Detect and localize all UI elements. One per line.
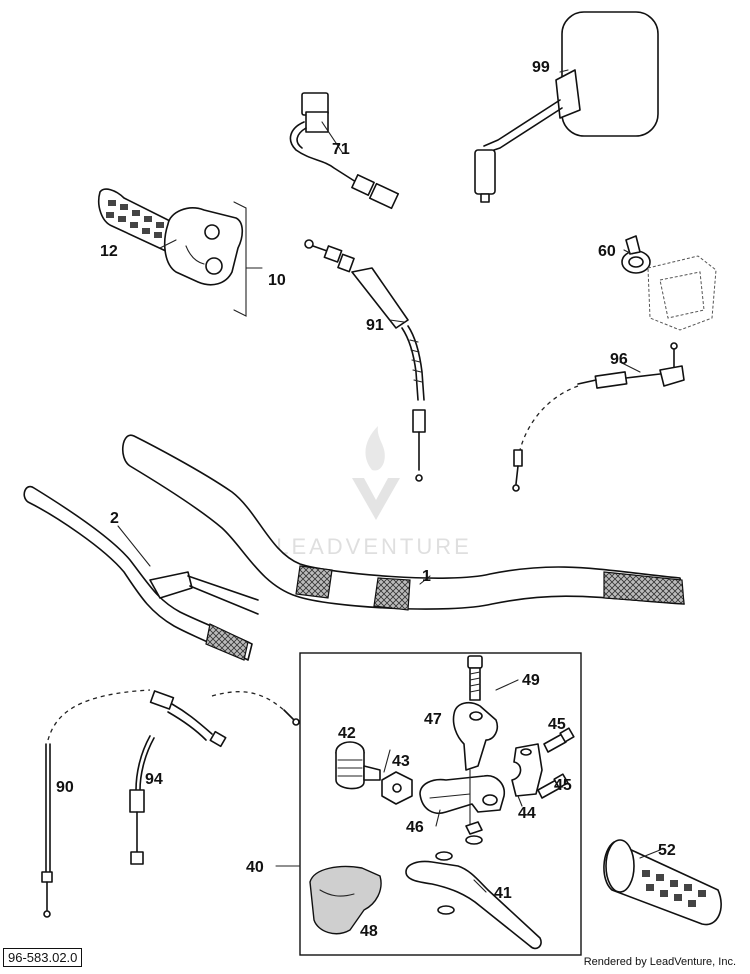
- handlebar-2[interactable]: [23, 485, 259, 661]
- callout-46: 46: [406, 819, 424, 836]
- watermark-brand: LEADVENTURE: [276, 534, 472, 559]
- leadventure-logo-icon: [352, 426, 400, 520]
- callout-44: 44: [518, 805, 536, 822]
- callout-90: 90: [56, 779, 74, 796]
- switch-71[interactable]: [289, 92, 400, 210]
- callout-42: 42: [338, 725, 356, 742]
- render-credit: Rendered by LeadVenture, Inc.: [583, 956, 736, 968]
- callout-60: 60: [598, 243, 616, 260]
- callout-91: 91: [366, 317, 384, 334]
- leader-lines: [117, 69, 661, 893]
- clutch-cable-90[interactable]: [41, 689, 151, 918]
- clutch-lever-41[interactable]: [405, 851, 542, 950]
- mirror-99[interactable]: [474, 11, 659, 203]
- callout-45-upper: 45: [548, 716, 566, 733]
- screw-45-lower[interactable]: [537, 773, 569, 799]
- callout-47: 47: [424, 711, 442, 728]
- decompressor-60[interactable]: [621, 235, 717, 331]
- callout-12: 12: [100, 243, 118, 260]
- handlebar-1[interactable]: [122, 434, 685, 611]
- adjuster-42[interactable]: [335, 741, 381, 790]
- left-grip-52[interactable]: [603, 839, 722, 926]
- callout-2: 2: [110, 510, 119, 527]
- lever-cover-48[interactable]: [309, 865, 382, 935]
- callout-96: 96: [610, 351, 628, 368]
- watermark: LEADVENTURE: [276, 426, 472, 559]
- lever-housing-46[interactable]: [419, 769, 506, 845]
- callout-41: 41: [494, 885, 512, 902]
- callout-52: 52: [658, 842, 676, 859]
- callout-1: 1: [422, 568, 431, 585]
- callout-49: 49: [522, 672, 540, 689]
- bolt-49[interactable]: [467, 655, 519, 701]
- callout-99: 99: [532, 59, 550, 76]
- locknut-43[interactable]: [381, 771, 413, 805]
- callout-labels: 99 71 12 10 60 91 96 2 1 49 47 45 42 43 …: [56, 59, 676, 940]
- decompression-cable-96[interactable]: [512, 342, 685, 492]
- cable-94[interactable]: [129, 690, 300, 865]
- callout-94: 94: [145, 771, 163, 788]
- screw-45-upper[interactable]: [543, 727, 575, 753]
- diagram-reference-number: 96-583.02.0: [3, 948, 83, 967]
- callout-43: 43: [392, 753, 410, 770]
- callout-45-lower: 45: [554, 777, 572, 794]
- clutch-lever-assembly-40[interactable]: [275, 652, 582, 956]
- clamp-44[interactable]: [511, 743, 543, 797]
- throttle-housing-10[interactable]: [163, 201, 263, 317]
- callout-71: 71: [332, 141, 350, 158]
- lever-bracket-47[interactable]: [452, 701, 499, 771]
- throttle-cable-91[interactable]: [304, 239, 426, 482]
- callout-10: 10: [268, 272, 286, 289]
- callout-40: 40: [246, 859, 264, 876]
- callout-48: 48: [360, 923, 378, 940]
